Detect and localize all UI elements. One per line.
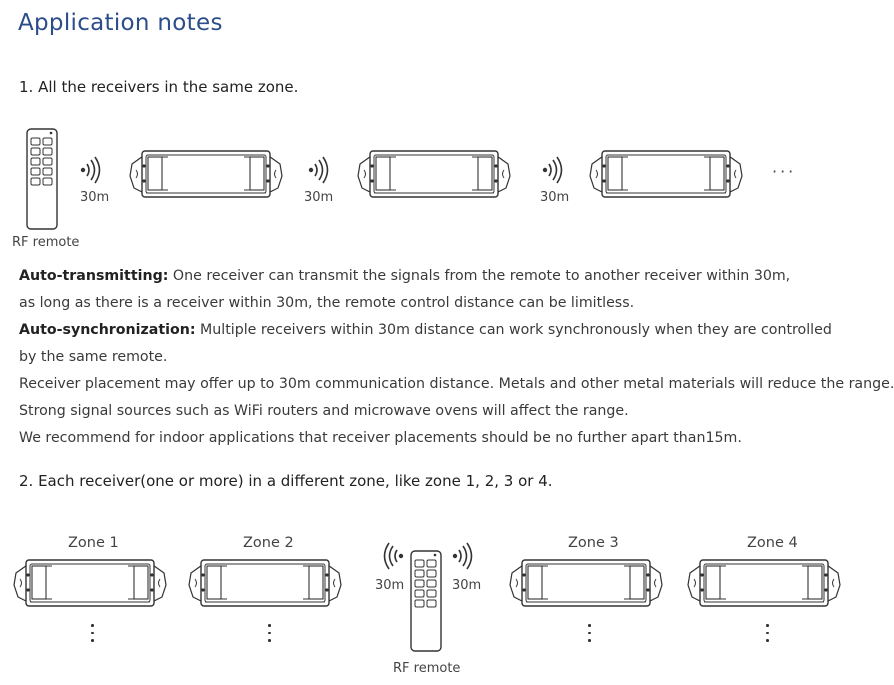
wireless-signal-icon bbox=[383, 542, 405, 570]
zone-label: Zone 1 bbox=[68, 535, 119, 551]
receiver-device-icon bbox=[687, 559, 841, 607]
wireless-signal-icon bbox=[451, 542, 473, 570]
paragraph-auto-transmitting: Auto-transmitting: One receiver can tran… bbox=[19, 263, 894, 452]
paragraph-text: as long as there is a receiver within 30… bbox=[19, 295, 635, 311]
distance-label: 30m bbox=[304, 190, 334, 205]
distance-label: 30m bbox=[540, 190, 570, 205]
distance-label: 30m bbox=[452, 578, 482, 593]
vertical-ellipsis bbox=[766, 624, 770, 647]
zone-label: Zone 3 bbox=[568, 535, 619, 551]
section2-heading: 2. Each receiver(one or more) in a diffe… bbox=[19, 472, 553, 490]
wireless-signal-icon bbox=[80, 156, 101, 184]
paragraph-text: We recommend for indoor applications tha… bbox=[19, 430, 742, 446]
paragraph-text: Receiver placement may offer up to 30m c… bbox=[19, 376, 894, 392]
vertical-ellipsis bbox=[268, 624, 272, 647]
vertical-ellipsis bbox=[588, 624, 592, 647]
paragraph-text: One receiver can transmit the signals fr… bbox=[168, 268, 791, 284]
ellipsis: ··· bbox=[772, 162, 797, 181]
section1-heading: 1. All the receivers in the same zone. bbox=[19, 78, 299, 96]
receiver-device-icon bbox=[13, 559, 167, 607]
term-auto-synchronization: Auto-synchronization: bbox=[19, 322, 196, 338]
page-title: Application notes bbox=[18, 10, 223, 36]
remote-label: RF remote bbox=[393, 661, 461, 676]
receiver-device-icon bbox=[509, 559, 663, 607]
distance-label: 30m bbox=[375, 578, 405, 593]
wireless-signal-icon bbox=[541, 156, 563, 184]
receiver-device-icon bbox=[129, 150, 283, 198]
zone-label: Zone 2 bbox=[243, 535, 294, 551]
rf-remote-icon bbox=[26, 128, 58, 230]
vertical-ellipsis bbox=[91, 624, 95, 647]
receiver-device-icon bbox=[188, 559, 342, 607]
receiver-device-icon bbox=[589, 150, 743, 198]
paragraph-text: by the same remote. bbox=[19, 349, 168, 365]
paragraph-text: Multiple receivers within 30m distance c… bbox=[195, 322, 832, 338]
paragraph-text: Strong signal sources such as WiFi route… bbox=[19, 403, 629, 419]
wireless-signal-icon bbox=[307, 156, 329, 184]
receiver-device-icon bbox=[357, 150, 511, 198]
rf-remote-icon bbox=[410, 550, 442, 652]
distance-label: 30m bbox=[80, 190, 110, 205]
remote-label: RF remote bbox=[12, 235, 80, 250]
zone-label: Zone 4 bbox=[747, 535, 798, 551]
term-auto-transmitting: Auto-transmitting: bbox=[19, 268, 169, 284]
